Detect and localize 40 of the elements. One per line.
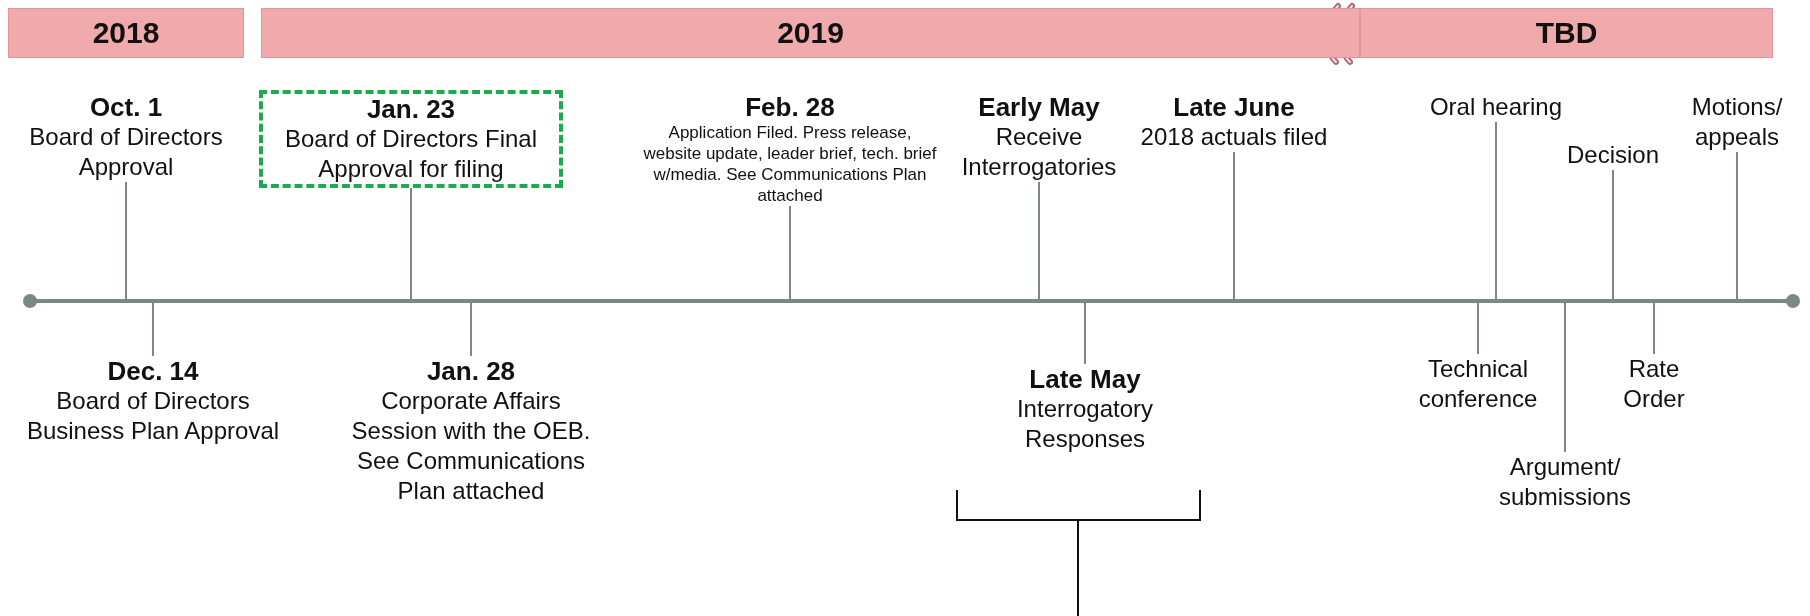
leader-line xyxy=(1495,121,1497,300)
event-description: Corporate Affairs Session with the OEB. See Communications Plan attached xyxy=(350,386,592,506)
event-description: Oral hearing xyxy=(1428,92,1564,122)
year-band: TBD xyxy=(1360,8,1773,58)
event-description: Interrogatory Responses xyxy=(1015,394,1155,454)
leader-line xyxy=(1653,302,1655,355)
event-description: Application Filed. Press release, website update, leader brief, tech. brief w/media. See Communications Plan attached xyxy=(642,122,938,206)
event-description: 2018 actuals filed xyxy=(1139,122,1329,152)
event-description: Rate Order xyxy=(1622,354,1686,414)
event-description: Receive Interrogatories xyxy=(960,122,1118,182)
event-description: Board of Directors Final Approval for filing xyxy=(283,124,539,184)
leader-line xyxy=(1564,302,1566,453)
leader-line xyxy=(1612,169,1614,300)
leader-line xyxy=(789,205,791,300)
date-heading: Jan. 28 xyxy=(425,356,517,386)
leader-line xyxy=(1477,302,1479,355)
date-heading: Dec. 14 xyxy=(106,356,200,386)
leader-line xyxy=(1233,151,1235,300)
year-band: 2019 xyxy=(261,8,1360,58)
leader-line xyxy=(152,302,154,357)
event-description: Motions/ appeals xyxy=(1690,92,1784,152)
date-heading: Jan. 23 xyxy=(365,94,457,124)
leader-line xyxy=(470,302,472,357)
leader-line xyxy=(1084,302,1086,365)
leader-line xyxy=(410,187,412,300)
date-heading: Late June xyxy=(1172,92,1296,122)
year-band: 2018 xyxy=(8,8,244,58)
leader-line xyxy=(125,181,127,300)
leader-line xyxy=(1038,181,1040,300)
date-heading: Oct. 1 xyxy=(88,92,164,122)
event-description: Board of Directors Approval xyxy=(28,122,224,182)
date-heading: Early May xyxy=(977,92,1101,122)
event-description: Board of Directors Business Plan Approval xyxy=(25,386,281,446)
dashed-highlight-box xyxy=(259,90,563,188)
date-heading: Late May xyxy=(1028,364,1142,394)
event-description: Technical conference xyxy=(1417,354,1539,414)
event-description: Argument/ submissions xyxy=(1497,452,1632,512)
event-description: Decision xyxy=(1565,140,1660,170)
leader-line xyxy=(1736,151,1738,300)
date-heading: Feb. 28 xyxy=(744,92,836,122)
